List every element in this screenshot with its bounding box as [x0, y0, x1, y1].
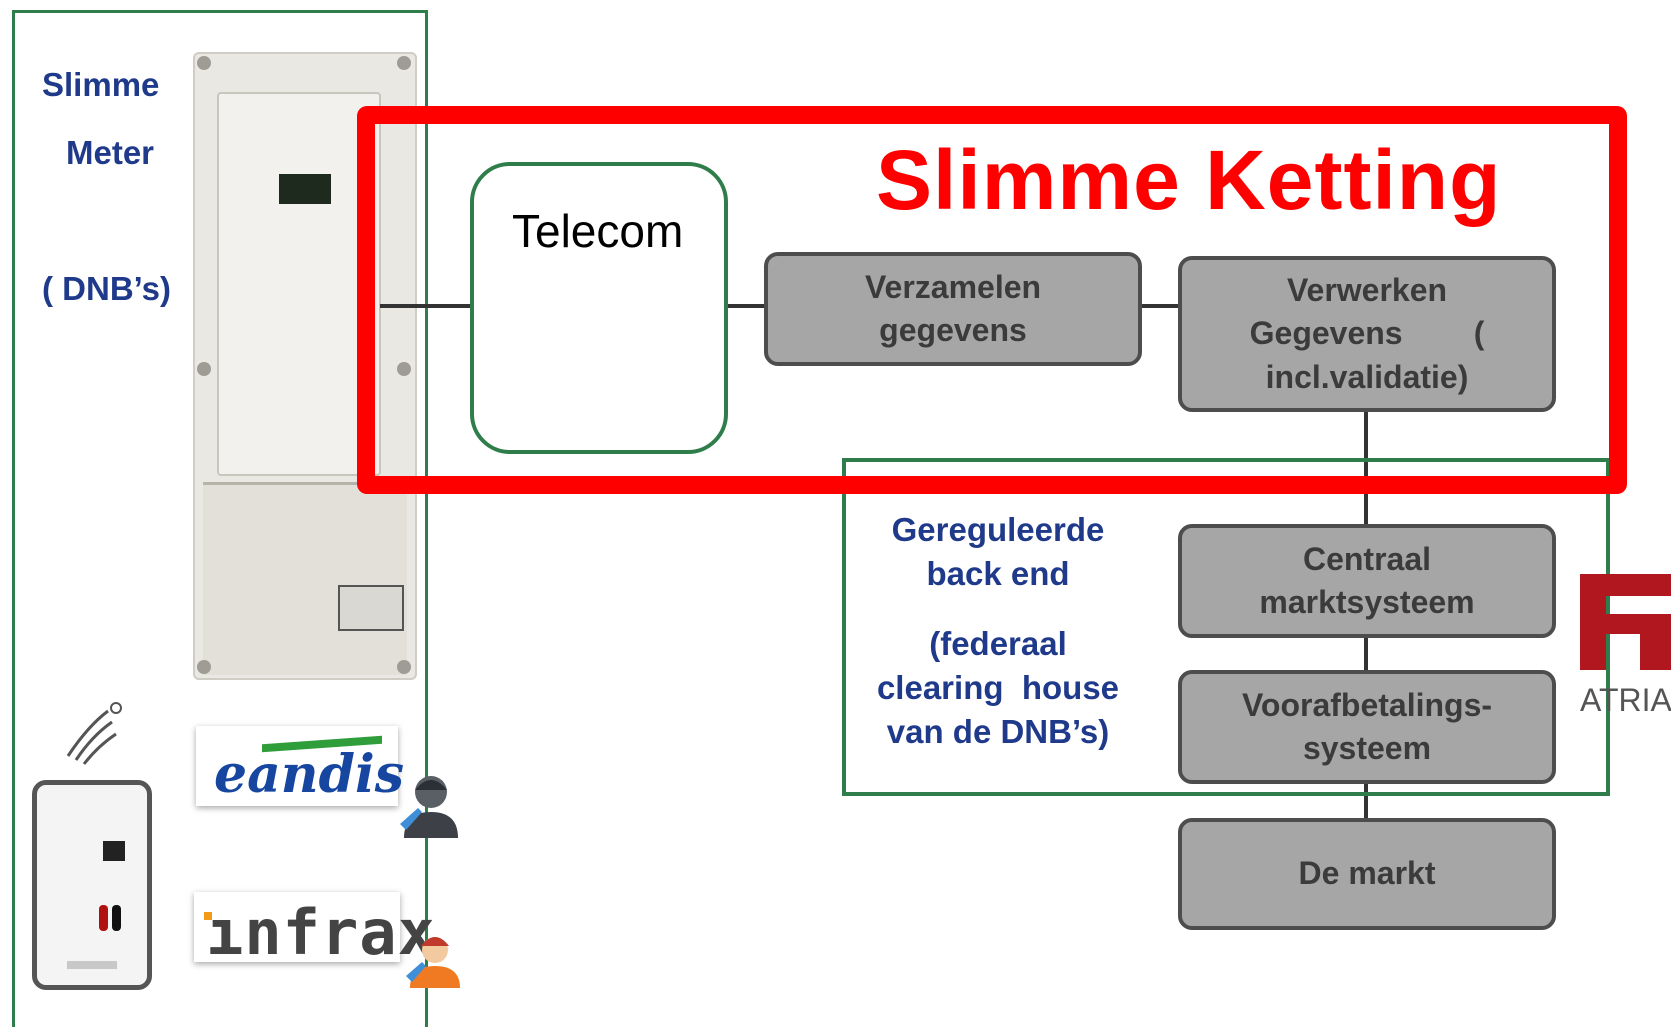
verzamelen-box: Verzamelen gegevens — [764, 252, 1142, 366]
meter-lower-cover — [203, 482, 407, 675]
prepayment-meter-image — [32, 780, 152, 990]
telecom-box — [470, 162, 728, 454]
breaker-switch — [338, 585, 404, 631]
voorafbetaling-line1: Voorafbetalings- — [1241, 686, 1493, 723]
telecom-label: Telecom — [512, 205, 684, 257]
meter-display — [279, 174, 331, 204]
infrax-logo-text: ınfrax — [206, 896, 436, 969]
de-markt-label: De markt — [1298, 855, 1436, 892]
infrax-logo: ınfrax — [194, 892, 435, 969]
connector-telecom-verzamelen — [727, 304, 767, 308]
voorafbetalingssysteem-box: Voorafbetalings-systeem — [1178, 670, 1556, 784]
centraal-line2: marktsysteem — [1259, 584, 1475, 620]
verwerken-box: Verwerken Gegevens ( incl.validatie) — [1178, 256, 1556, 412]
verwerken-line2: Gegevens ( — [1249, 315, 1485, 352]
backend-line2: back end — [926, 555, 1070, 592]
smart-meter-image — [193, 52, 417, 680]
backend-line1: Gereguleerde — [891, 511, 1105, 548]
centraal-marktsysteem-box: Centraal marktsysteem — [1178, 524, 1556, 638]
centraal-line1: Centraal — [1302, 540, 1432, 577]
backend-frame-top — [842, 458, 1610, 462]
meter-device — [217, 92, 381, 476]
backend-line4: clearing house — [876, 669, 1120, 706]
backend-description: Gereguleerde back end (federaal clearing… — [848, 508, 1148, 754]
technician-icon — [400, 776, 458, 838]
connector-meter-telecom — [380, 304, 472, 308]
atrias-logo-mark — [1580, 574, 1671, 670]
connector-verzamelen-verwerken — [1138, 304, 1180, 308]
backend-line3: (federaal — [929, 625, 1067, 662]
de-markt-box: De markt — [1178, 818, 1556, 930]
meter-label: Meter — [66, 134, 155, 171]
technician-orange-icon — [406, 937, 460, 988]
slimme-ketting-title: Slimme Ketting — [876, 133, 1502, 227]
verzamelen-line2: gegevens — [879, 312, 1027, 348]
backend-line5: van de DNB’s) — [886, 713, 1110, 750]
eandis-logo: eandis — [196, 726, 404, 806]
verzamelen-line1: Verzamelen — [864, 268, 1042, 305]
smart-meter-panel — [12, 10, 428, 1027]
voorafbetaling-line2: systeem — [1302, 730, 1432, 766]
verwerken-line3: incl.validatie) — [1265, 358, 1469, 395]
slimme-label: Slimme — [42, 66, 160, 103]
dnb-label: ( DNB’s) — [42, 270, 171, 307]
wireless-signal-icon — [66, 702, 122, 765]
verwerken-line1: Verwerken — [1286, 272, 1448, 309]
slimme-ketting-highlight — [357, 106, 1627, 494]
eandis-logo-text: eandis — [214, 744, 404, 805]
